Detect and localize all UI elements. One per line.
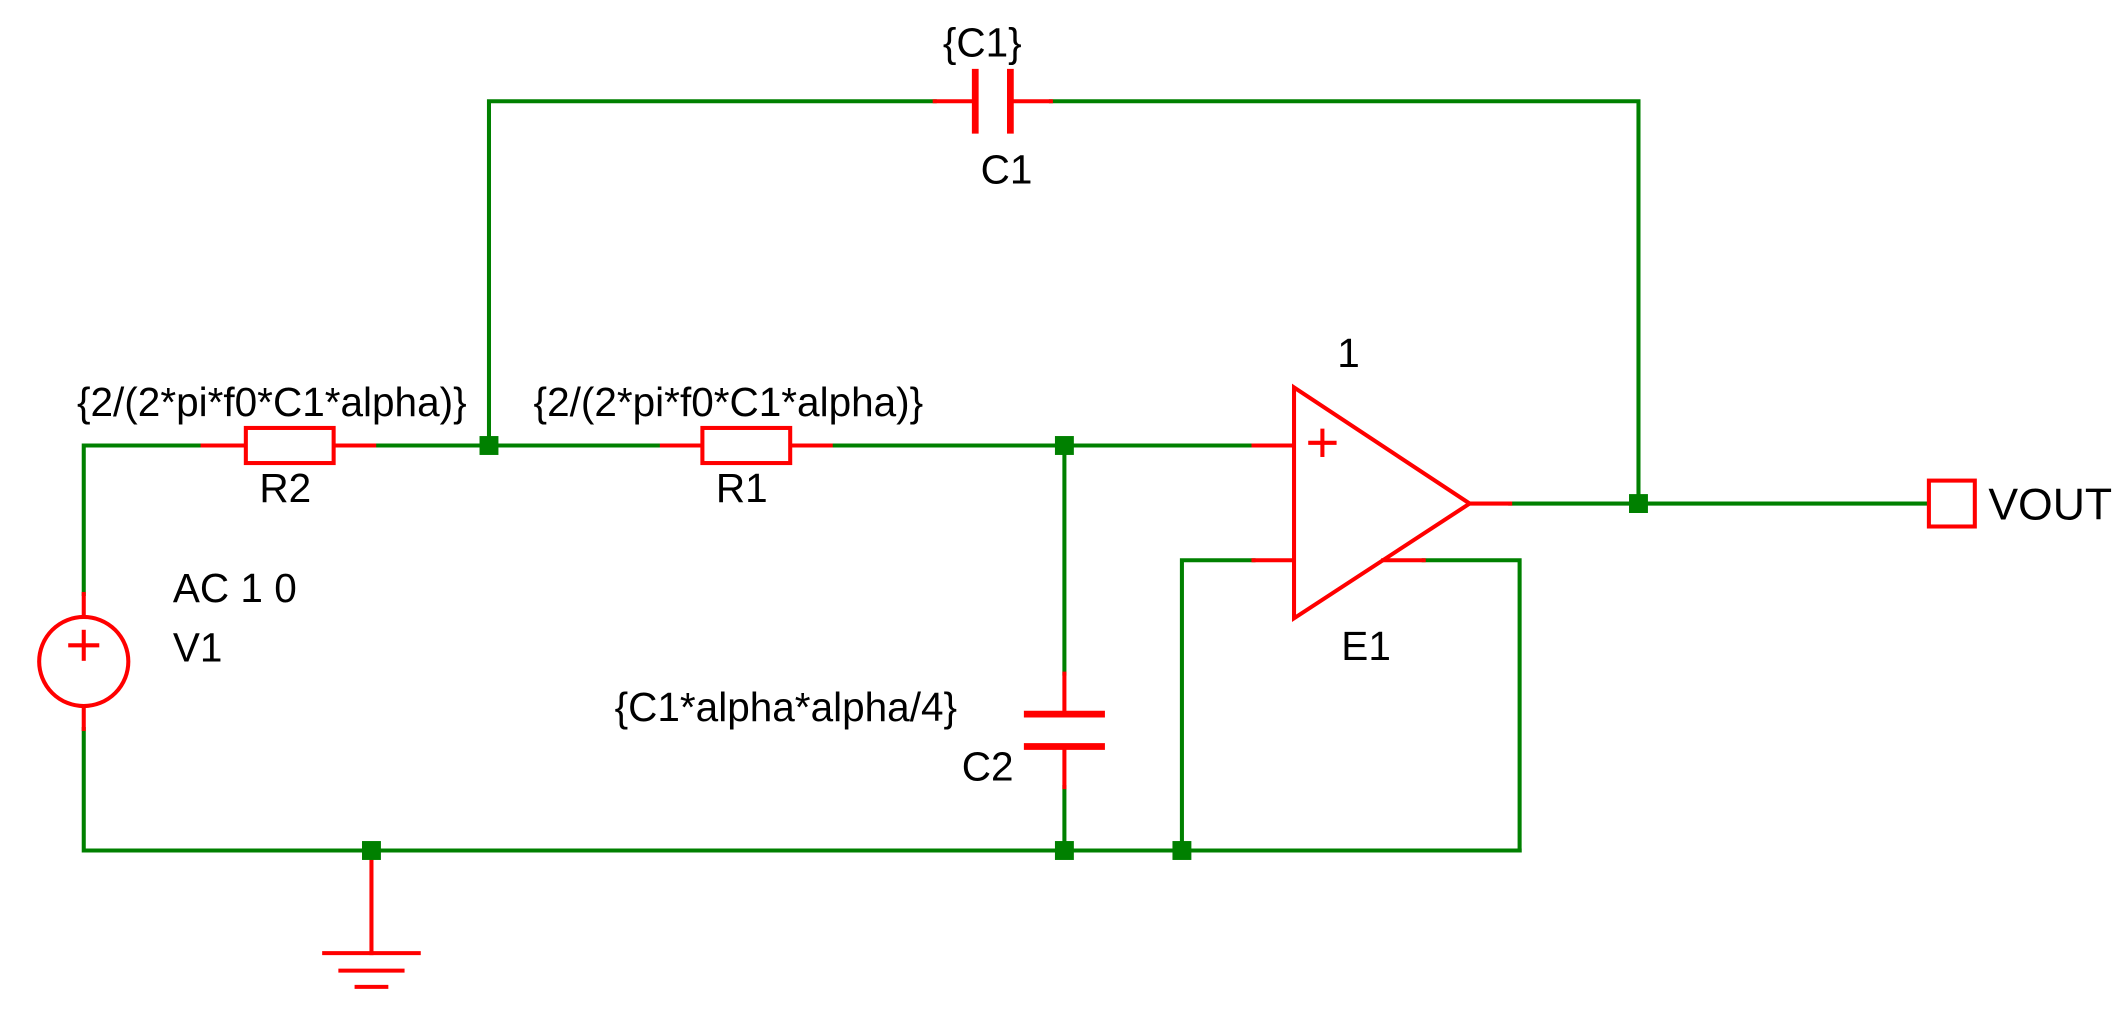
r2-value-label: {2/(2*pi*f0*C1*alpha)} xyxy=(77,379,467,425)
r1-designator-label: R1 xyxy=(716,465,768,511)
voltage-source-v1[interactable] xyxy=(37,591,131,732)
v1-designator-label: V1 xyxy=(173,625,223,671)
c2-value-label: {C1*alpha*alpha/4} xyxy=(615,684,957,730)
wire-nodeA-to-c1[interactable] xyxy=(486,99,937,448)
plus-sign-icon xyxy=(68,629,100,661)
vcvs-e1[interactable] xyxy=(1251,383,1513,623)
ground-symbol[interactable] xyxy=(322,848,421,989)
capacitor-c1[interactable] xyxy=(932,68,1053,134)
c1-designator-label: C1 xyxy=(981,147,1033,193)
e1-triangle-body[interactable] xyxy=(1292,383,1474,623)
r2-body[interactable] xyxy=(243,425,336,466)
junction-ground-rail3 xyxy=(1172,841,1192,860)
c2-designator-label: C2 xyxy=(962,743,1014,789)
wire-c1-to-output[interactable] xyxy=(1048,99,1641,506)
junction-nodeA xyxy=(479,436,499,455)
r1-body[interactable] xyxy=(700,425,793,466)
plus-sign-icon xyxy=(1308,428,1337,457)
wire-v1-to-r2[interactable] xyxy=(81,443,205,597)
wire-bottom-rail[interactable] xyxy=(81,726,1522,853)
junction-output xyxy=(1629,494,1648,513)
e1-gain-label: 1 xyxy=(1337,330,1360,376)
vout-port-box[interactable] xyxy=(1926,478,1977,529)
junction-nodeB xyxy=(1054,436,1074,455)
resistor-r2[interactable] xyxy=(200,425,377,466)
wire-e1-inn-to-ground[interactable] xyxy=(1179,558,1256,853)
e1-designator-label: E1 xyxy=(1341,623,1391,669)
resistor-r1[interactable] xyxy=(659,425,833,466)
v1-value-label: AC 1 0 xyxy=(173,565,297,611)
junction-ground-rail2 xyxy=(1054,841,1074,860)
junction-ground-rail1 xyxy=(362,841,381,860)
r1-value-label: {2/(2*pi*f0*C1*alpha)} xyxy=(534,379,924,425)
wire-e1-outn-to-ground[interactable] xyxy=(1421,558,1522,853)
vout-port-label: VOUT xyxy=(1988,481,2112,530)
v1-body[interactable] xyxy=(37,614,131,709)
r2-designator-label: R2 xyxy=(259,465,311,511)
vout-port[interactable] xyxy=(1926,478,1977,529)
capacitor-c2[interactable] xyxy=(1023,671,1105,790)
c1-value-label: {C1} xyxy=(943,20,1022,66)
